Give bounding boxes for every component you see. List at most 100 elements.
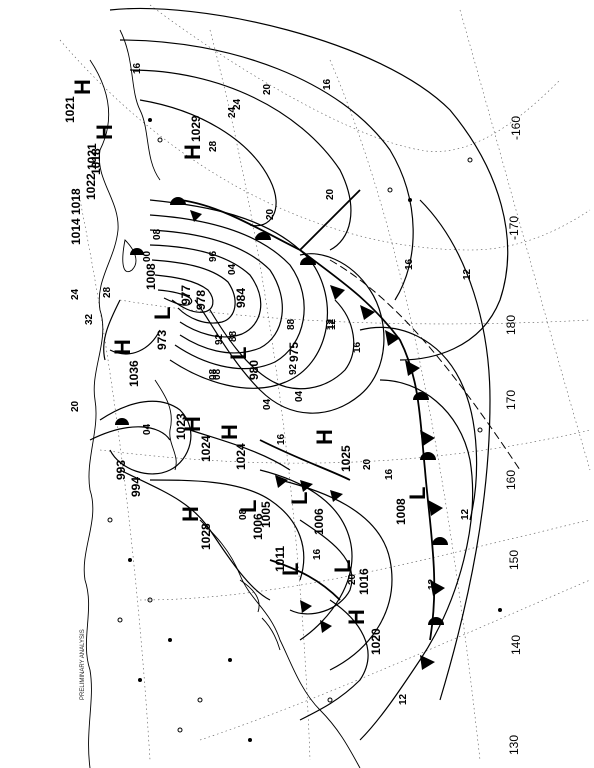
pressure-value: 1006 [312,508,326,535]
pressure-value: 1021 [63,96,77,123]
isobar-label: 08 [208,368,219,380]
high-pressure-symbol: H [217,424,242,440]
pressure-value: 1023 [174,413,188,440]
pressure-center: H 1036 [110,339,141,387]
lon-label: 140 [509,635,523,655]
warm-front-icon [170,197,186,205]
pressure-value: 1022 [84,173,98,200]
isobar-label: 28 [102,286,113,298]
cold-front-icon [275,475,288,488]
low-pressure-symbol: L [287,492,312,505]
lon-label: 130 [507,735,521,755]
pressure-value: 1008 [144,263,158,290]
cold-front-icon [190,210,202,222]
isobar-label: 12 [398,693,409,705]
isobar-label: 16 [384,468,395,480]
cold-front-icon [300,600,312,613]
lon-label: 160 [504,470,518,490]
isobar-label: 88 [228,330,239,342]
isobar-label: 96 [208,250,219,262]
isobar-label: 20 [70,400,81,412]
isobar-label: 12 [462,268,473,280]
pressure-value: 977 [179,285,193,305]
pressure-center: L 1011 [273,546,303,576]
longitude-labels: -160 -170 180 170 160 150 140 130 [504,116,523,755]
pressure-value: 1014 [69,218,83,245]
cold-front-icon [385,330,400,346]
isobar-label: 24 [227,106,238,118]
pressure-center: 1014 [69,218,83,245]
cold-front-icon [430,580,445,596]
pressure-center: L 1006 [287,492,326,535]
low-pressure-symbol: L [405,487,430,500]
pressure-center: 977 [179,285,193,305]
pressure-center: 1018 [89,148,103,175]
pressure-center: 1022 [84,173,98,200]
warm-front-icon [428,617,444,625]
isobar-label: 92 [288,363,299,375]
low-pressure-symbol: L [150,307,175,320]
pressure-center: 975 [287,342,301,362]
fronts [179,189,521,641]
pressure-center: L 980 [226,347,261,380]
isobar-label: 08 [238,508,249,520]
pressure-value: 978 [194,290,208,310]
pressure-value: 1005 [259,501,273,528]
cold-front-icon [360,305,375,320]
pressure-value: 980 [247,360,261,380]
pressure-center: 978 [194,290,208,310]
pressure-center: 1023 [174,413,188,440]
pressure-center: L 1005 [236,500,273,528]
pressure-center: H 1021 [85,124,117,170]
isobar-label: 12 [427,578,438,590]
high-pressure-symbol: H [180,144,205,160]
isobar-label: 12 [327,318,338,330]
lon-label: 180 [504,315,518,335]
isobar-label: 28 [208,140,219,152]
pressure-value: 975 [287,342,301,362]
pressure-center: 1006 [251,513,265,540]
pressure-center: 1018 [69,188,83,215]
pressure-center: H 1021 [63,79,95,123]
pressure-center: 993 [114,460,128,480]
isobar-label: 92 [214,333,225,345]
pressure-value: 1016 [357,568,371,595]
high-pressure-symbol: H [110,339,135,355]
pressure-value: 973 [155,330,169,350]
pressure-center: 984 [234,288,248,308]
low-pressure-symbol: L [330,560,355,573]
isobar-label: 16 [404,258,415,270]
high-pressure-symbol: H [178,506,203,522]
isobar-label: 08 [152,228,163,240]
pressure-systems: H 1021 H 1021 H 1029 1018 1022 1018 1014… [63,79,430,655]
high-pressure-symbol: H [344,609,369,625]
cold-front-icon [405,360,420,376]
pressure-value: 1018 [69,188,83,215]
cold-front-icon [320,620,332,633]
pressure-value: 1008 [394,498,408,525]
pressure-center: H 1025 [312,429,353,472]
station-plots [107,118,502,742]
isobar-label: 04 [294,390,305,402]
warm-front-icon [420,452,436,460]
isobar-label: 32 [84,313,95,325]
cold-front-icon [330,490,343,502]
isobar-label: 04 [142,423,153,435]
warm-front-icon [130,248,144,255]
isobar-label: 00 [142,250,153,262]
contour-labels: 16 20 24 28 32 20 16 12 08 04 00 96 92 8… [70,62,473,705]
pressure-value: 984 [234,288,248,308]
pressure-center: H 1029 [180,115,205,160]
title-block-text: PRELIMINARY ANALYSIS [80,629,86,700]
pressure-value: 1028 [199,523,213,550]
cold-front-icon [428,500,443,516]
pressure-center: 994 [129,477,143,497]
isobar-label: 24 [70,288,81,300]
front-symbols [115,197,448,670]
pressure-value: 1021 [85,143,99,170]
isobar-label: 20 [262,83,273,95]
warm-front-icon [413,392,429,400]
isobar-label: 24 [232,98,243,110]
pressure-center: H 1028 [178,506,213,550]
